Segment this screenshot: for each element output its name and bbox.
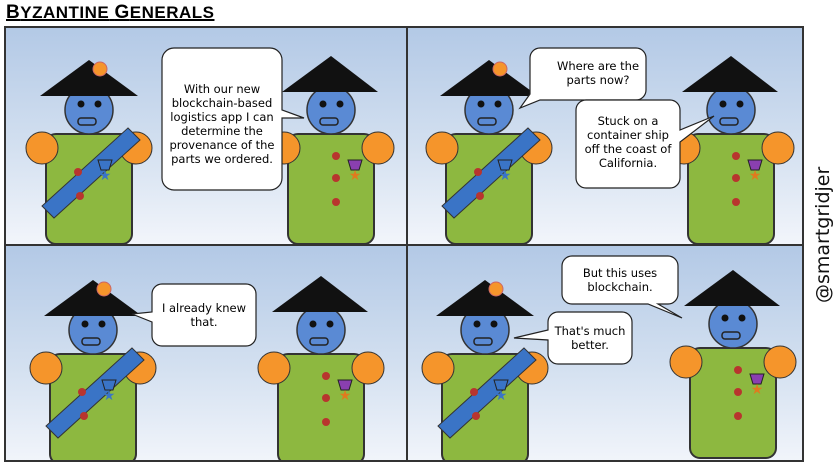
comic-strip: ★ ★ With our new blockchain-based logist… — [4, 26, 804, 462]
speech-bubble-text: I already knew that. — [161, 301, 247, 329]
general-right: ★ — [267, 56, 395, 244]
general-left: ★ — [425, 60, 553, 244]
panel-3: ★ ★ I already knew that. — [6, 246, 406, 460]
general-left: ★ — [29, 280, 157, 460]
speech-bubble-shape-2 — [575, 99, 715, 189]
svg-text:★: ★ — [339, 388, 352, 404]
svg-text:★: ★ — [749, 168, 762, 184]
speech-bubble-text-1: Where are the parts now? — [556, 59, 640, 87]
svg-text:★: ★ — [349, 168, 362, 184]
svg-text:★: ★ — [495, 388, 508, 404]
svg-text:★: ★ — [99, 168, 112, 184]
speech-bubble-shape-1 — [518, 47, 647, 110]
speech-bubble-text-2: That's much better. — [554, 324, 626, 352]
general-right: ★ — [667, 56, 795, 244]
general-right: ★ — [669, 270, 797, 459]
general-left: ★ — [25, 60, 153, 244]
svg-text:★: ★ — [103, 388, 116, 404]
speech-bubble-text-1: But this uses blockchain. — [582, 266, 658, 294]
speech-bubble-shape-2 — [513, 311, 633, 365]
speech-bubble-shape — [131, 283, 257, 347]
comic-title: BYZANTINE GENERALS — [6, 2, 215, 23]
svg-text:★: ★ — [751, 382, 764, 398]
panel-2-art: ★ ★ — [425, 47, 795, 244]
svg-text:★: ★ — [499, 168, 512, 184]
panel-1-art: ★ ★ — [25, 47, 395, 244]
speech-bubble-shape — [161, 47, 305, 191]
speech-bubble-shape-1 — [561, 255, 683, 319]
speech-bubble-text: With our new blockchain-based logistics … — [169, 82, 275, 166]
author-handle: @smartgridjer — [812, 166, 834, 304]
panel-divider-horizontal — [6, 244, 802, 246]
speech-bubble-text-2: Stuck on a container ship off the coast … — [584, 114, 672, 170]
general-right: ★ — [257, 276, 385, 460]
panel-2: ★ ★ Where are the parts now? Stuck on a … — [408, 28, 802, 244]
panel-1: ★ ★ With our new blockchain-based logist… — [6, 28, 406, 244]
panel-3-art: ★ ★ — [29, 276, 385, 460]
panel-4-art: ★ ★ — [421, 255, 797, 460]
panel-4: ★ ★ But this uses blockchain. That's muc… — [408, 246, 802, 460]
general-left: ★ — [421, 280, 549, 460]
